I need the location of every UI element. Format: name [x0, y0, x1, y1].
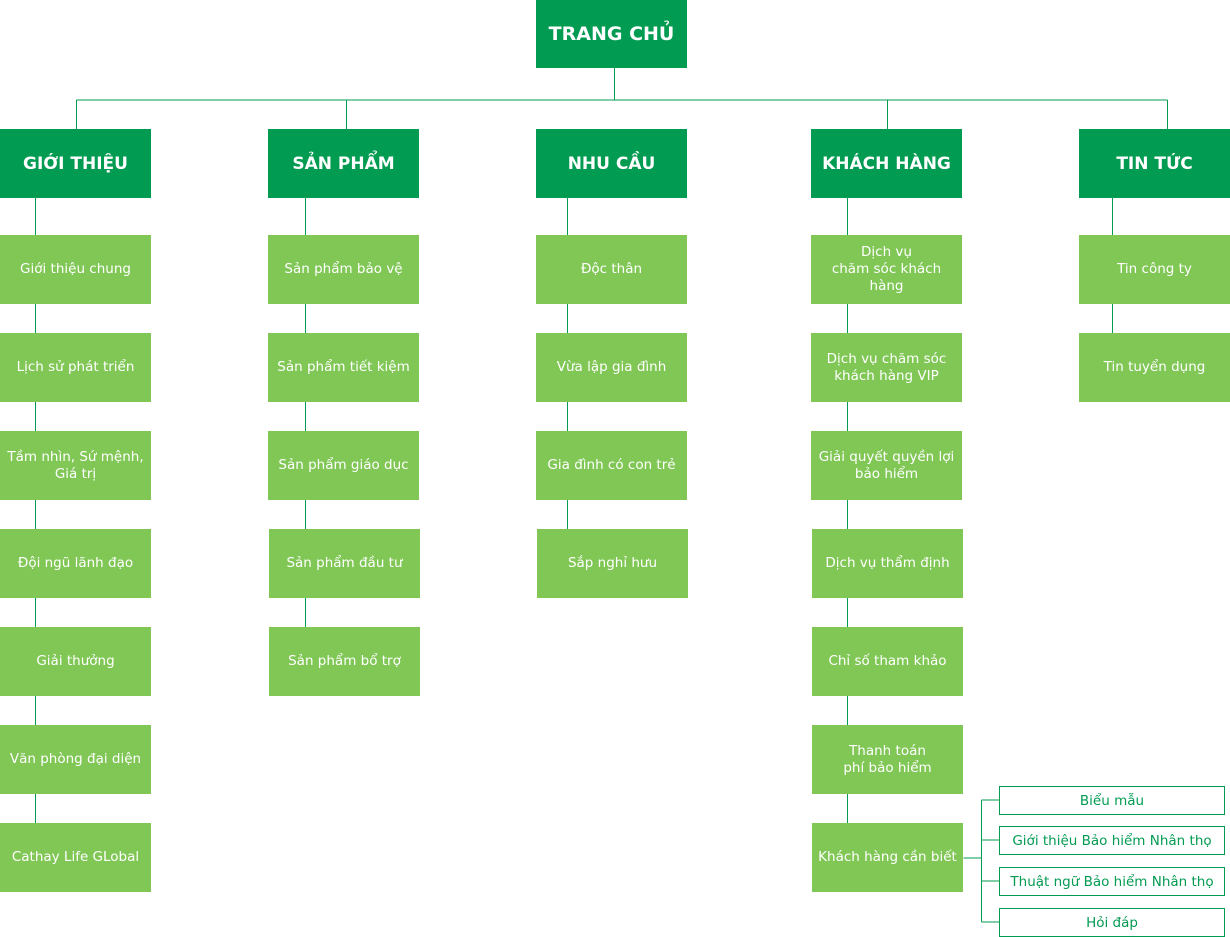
- item-dich-vu-tham-dinh[interactable]: Dịch vụ thẩm định: [812, 529, 963, 598]
- item-sap-nghi-huu[interactable]: Sắp nghỉ hưu: [537, 529, 688, 598]
- item-tin-cong-ty[interactable]: Tin công ty: [1079, 235, 1230, 304]
- item-san-pham-bao-ve[interactable]: Sản phẩm bảo vệ: [268, 235, 419, 304]
- item-gioi-thieu-chung[interactable]: Giới thiệu chung: [0, 235, 151, 304]
- item-gia-dinh-co-con-tre[interactable]: Gia đình có con trẻ: [536, 431, 687, 500]
- category-khach-hang[interactable]: KHÁCH HÀNG: [811, 129, 962, 198]
- item-giai-thuong[interactable]: Giải thưởng: [0, 627, 151, 696]
- category-tin-tuc[interactable]: TIN TỨC: [1079, 129, 1230, 198]
- item-san-pham-tiet-kiem[interactable]: Sản phẩm tiết kiệm: [268, 333, 419, 402]
- item-dich-vu-cham-soc-khach-hang[interactable]: Dịch vụ chăm sóc khách hàng: [811, 235, 962, 304]
- item-dich-vu-cham-soc-vip[interactable]: Dịch vụ chăm sóc khách hàng VIP: [811, 333, 962, 402]
- root-node-home[interactable]: TRANG CHỦ: [536, 0, 687, 68]
- item-vua-lap-gia-dinh[interactable]: Vừa lập gia đình: [536, 333, 687, 402]
- category-nhu-cau[interactable]: NHU CẦU: [536, 129, 687, 198]
- subitem-bieu-mau[interactable]: Biểu mẫu: [999, 786, 1225, 815]
- item-giai-quyet-quyen-loi[interactable]: Giải quyết quyền lợi bảo hiểm: [811, 431, 962, 500]
- item-khach-hang-can-biet[interactable]: Khách hàng cần biết: [812, 823, 963, 892]
- category-san-pham[interactable]: SẢN PHẨM: [268, 129, 419, 198]
- item-san-pham-bo-tro[interactable]: Sản phẩm bổ trợ: [269, 627, 420, 696]
- subitem-thuat-ngu-bhnt[interactable]: Thuật ngữ Bảo hiểm Nhân thọ: [999, 867, 1225, 896]
- item-san-pham-giao-duc[interactable]: Sản phẩm giáo dục: [268, 431, 419, 500]
- subitem-hoi-dap[interactable]: Hỏi đáp: [999, 908, 1225, 937]
- item-doc-than[interactable]: Độc thân: [536, 235, 687, 304]
- item-san-pham-dau-tu[interactable]: Sản phẩm đầu tư: [269, 529, 420, 598]
- item-tam-nhin-su-menh[interactable]: Tầm nhìn, Sứ mệnh, Giá trị: [0, 431, 151, 500]
- item-thanh-toan-phi-bao-hiem[interactable]: Thanh toán phí bảo hiểm: [812, 725, 963, 794]
- item-cathay-life-global[interactable]: Cathay Life GLobal: [0, 823, 151, 892]
- category-gioi-thieu[interactable]: GIỚI THIỆU: [0, 129, 151, 198]
- subitem-gioi-thieu-bhnt[interactable]: Giới thiệu Bảo hiểm Nhân thọ: [999, 826, 1225, 855]
- item-tin-tuyen-dung[interactable]: Tin tuyển dụng: [1079, 333, 1230, 402]
- item-van-phong-dai-dien[interactable]: Văn phòng đại diện: [0, 725, 151, 794]
- item-doi-ngu-lanh-dao[interactable]: Đội ngũ lãnh đạo: [0, 529, 151, 598]
- item-chi-so-tham-khao[interactable]: Chỉ số tham khảo: [812, 627, 963, 696]
- item-lich-su-phat-trien[interactable]: Lịch sử phát triển: [0, 333, 151, 402]
